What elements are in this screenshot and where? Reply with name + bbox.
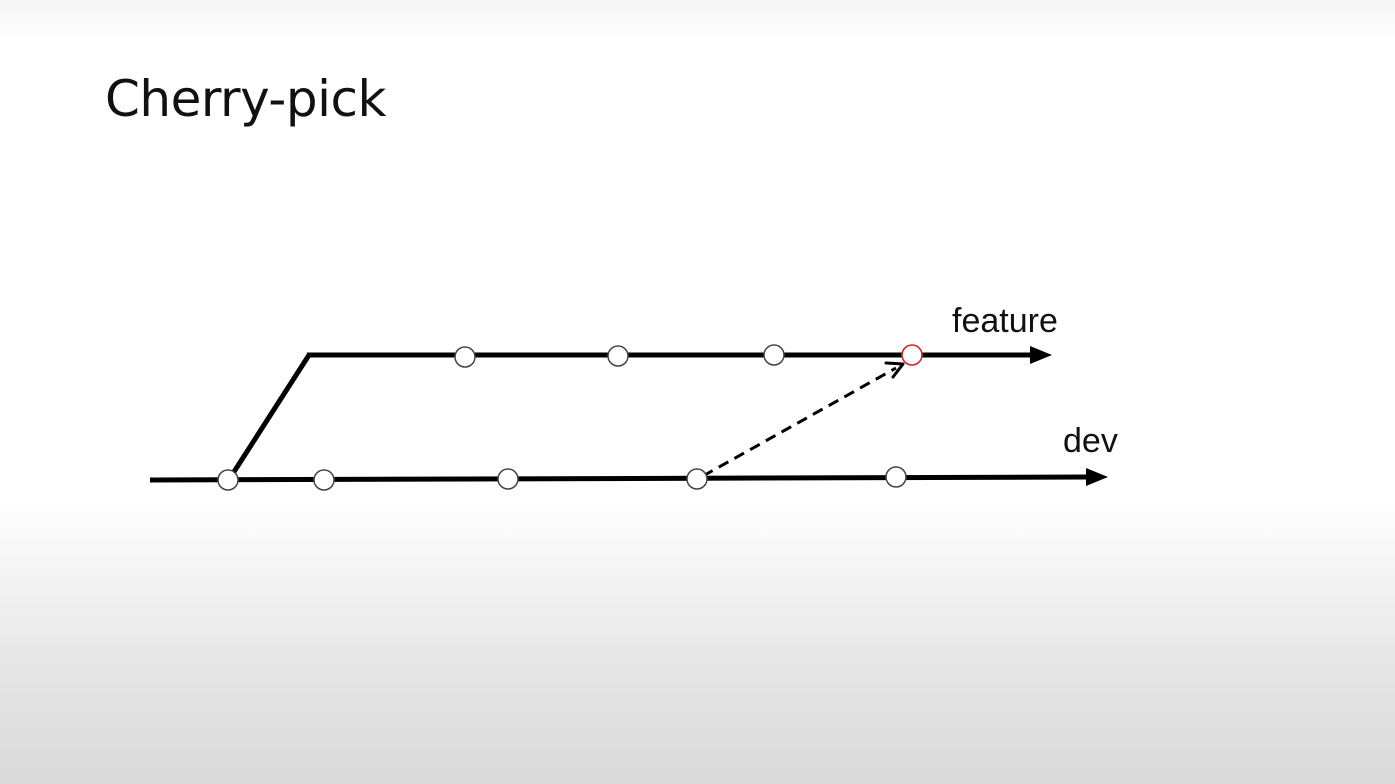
cherry-pick-arrowhead: [884, 361, 905, 379]
feature-branch-fork-line: [227, 353, 312, 480]
cherry-pick-arrow: [702, 366, 897, 478]
feature-commit-cherry-picked: [901, 344, 923, 366]
feature-commit: [763, 344, 785, 366]
dev-commit: [217, 469, 239, 491]
slide-title: Cherry-pick: [105, 70, 386, 128]
feature-branch-arrowhead: [1030, 346, 1052, 364]
feature-commit: [454, 346, 476, 368]
dev-branch-label: dev: [1063, 422, 1118, 460]
dev-commit: [885, 466, 907, 488]
dev-commit: [497, 468, 519, 490]
dev-commit-cherry-picked-source: [686, 468, 708, 490]
feature-branch-label: feature: [952, 302, 1058, 340]
dev-branch-line: [149, 474, 1089, 483]
feature-commit: [607, 345, 629, 367]
dev-branch-arrowhead: [1086, 468, 1108, 486]
dev-commit: [313, 469, 335, 491]
